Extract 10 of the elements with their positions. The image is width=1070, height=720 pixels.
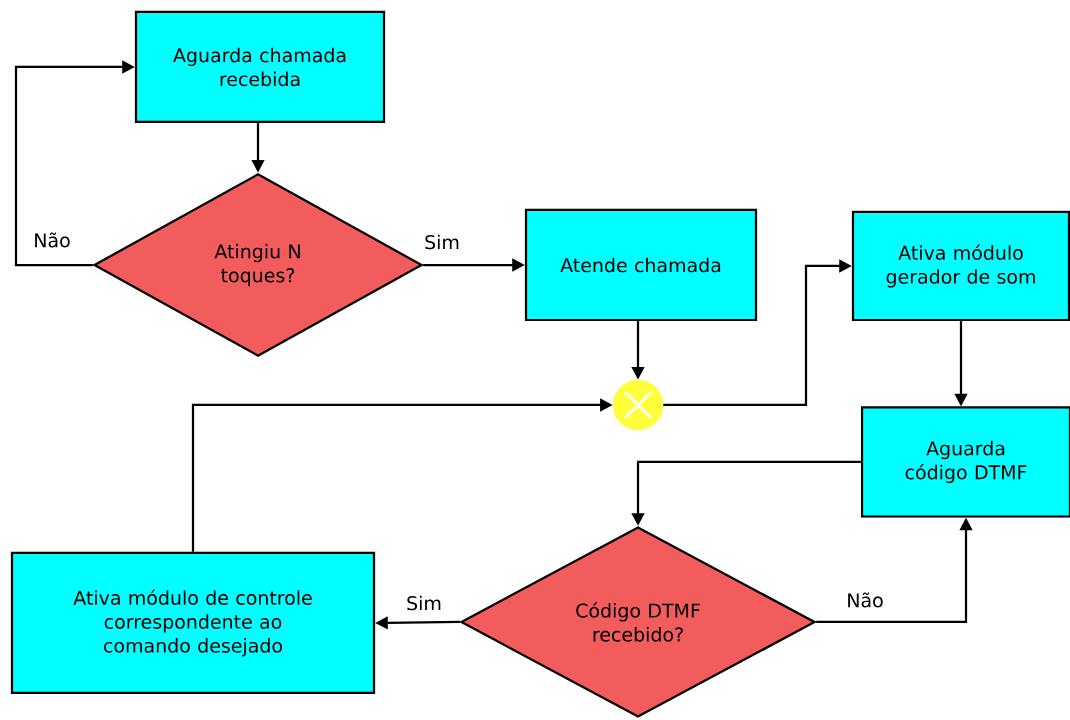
junction-circle <box>612 379 664 431</box>
process-box: Atende chamada <box>524 208 758 322</box>
edge-label: Sim <box>422 233 462 251</box>
edge-label: Não <box>31 231 73 249</box>
edge-label: Sim <box>404 594 444 612</box>
process-box: Ativa módulo de controle correspondente ao comando desejado <box>10 551 376 695</box>
process-box: Aguarda código DTMF <box>860 406 1070 518</box>
process-box: Ativa módulo gerador de som <box>851 210 1070 322</box>
process-box: Aguarda chamada recebida <box>134 10 386 124</box>
edge-label: Não <box>844 591 886 609</box>
